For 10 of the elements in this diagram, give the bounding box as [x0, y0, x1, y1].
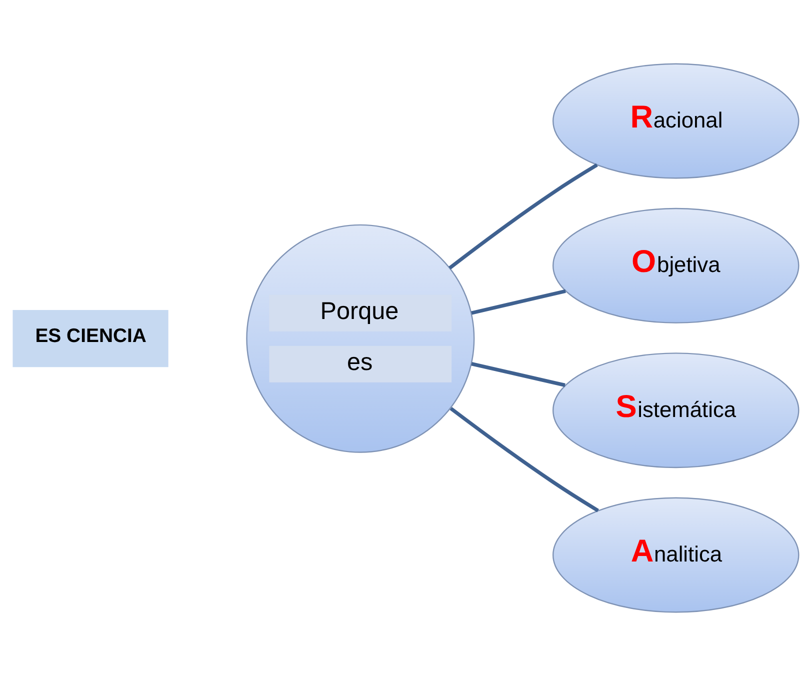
connector — [471, 288, 566, 314]
node-circle: Porque es — [246, 224, 475, 452]
connector — [450, 406, 599, 512]
node-box: ES CIENCIA — [12, 310, 168, 367]
node-ellipse: Objetiva — [552, 207, 800, 323]
connector — [448, 162, 598, 270]
node-ellipse: Racional — [552, 62, 800, 178]
connector — [471, 362, 566, 386]
node-ellipse: Sistemática — [552, 352, 800, 468]
node-ellipse: Analitica — [552, 496, 800, 612]
